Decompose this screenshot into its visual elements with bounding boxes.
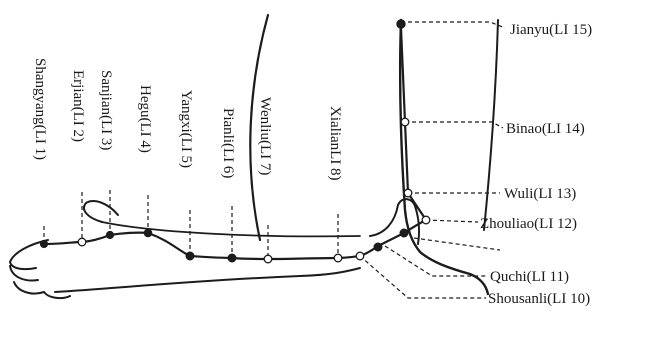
label-li10: Shousanli(LI 10) [488, 291, 590, 307]
point-li1 [40, 240, 47, 247]
upper-arm-outline [400, 20, 488, 294]
point-li7 [264, 255, 272, 263]
point-li10 [374, 243, 382, 251]
body-outline [10, 15, 498, 298]
right-leader-lines [360, 22, 505, 298]
point-li13 [404, 189, 412, 197]
forearm-lower-outline [55, 268, 360, 292]
label-li7: Wenliu(LI 7) [257, 97, 273, 175]
trunk-outline [484, 20, 498, 230]
label-li8: XialianLI 8) [327, 106, 343, 181]
point-li4 [144, 229, 152, 237]
point-li15 [397, 20, 405, 28]
point-li9 [356, 252, 364, 260]
label-li1: Shangyang(LI 1) [32, 58, 48, 160]
label-li3: Sanjian(LI 3) [98, 70, 114, 150]
point-li12 [422, 216, 430, 224]
hand-outline [10, 201, 118, 298]
point-li11 [400, 229, 408, 237]
point-li6 [228, 254, 236, 262]
label-li13: Wuli(LI 13) [504, 186, 576, 202]
label-li4: Hegu(LI 4) [137, 85, 153, 153]
point-li3 [106, 231, 113, 238]
label-li12: Zhouliao(LI 12) [480, 216, 577, 232]
label-li5: Yangxi(LI 5) [178, 90, 194, 168]
vertical-labels: Shangyang(LI 1) Erjian(LI 2) Sanjian(LI … [32, 58, 343, 181]
label-li6: Pianli(LI 6) [220, 108, 236, 178]
label-li14: Binao(LI 14) [506, 121, 585, 137]
label-li2: Erjian(LI 2) [70, 70, 86, 142]
point-li8 [334, 254, 342, 262]
label-li11: Quchi(LI 11) [490, 269, 569, 285]
label-li15: Jianyu(LI 15) [510, 22, 592, 38]
point-li14 [401, 118, 409, 126]
point-li5 [186, 252, 194, 260]
point-li2 [78, 238, 86, 246]
forearm-upper-outline [102, 222, 360, 236]
vertical-leader-lines [44, 190, 338, 259]
